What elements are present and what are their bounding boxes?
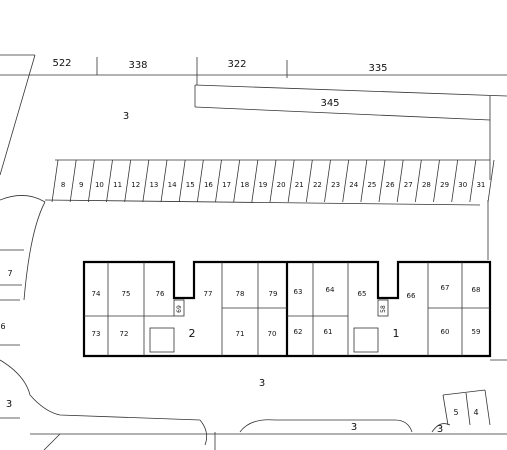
unit-77: 77 <box>204 290 213 298</box>
unit-74: 74 <box>92 290 101 298</box>
parking-divider <box>342 159 350 203</box>
parking-space-labels: 8 9 10 11 12 13 14 15 16 17 18 19 20 21 22 23 24 25 26 27 28… <box>61 181 486 189</box>
unit-59: 59 <box>472 328 481 336</box>
parcel-322: 322 <box>227 59 246 70</box>
unit-65: 65 <box>358 290 367 298</box>
parcel-522: 522 <box>52 58 71 69</box>
parcel-3-southwest: 3 <box>6 399 12 410</box>
parking-divider <box>251 159 259 203</box>
parking-divider <box>451 159 459 203</box>
unit-75: 75 <box>122 290 131 298</box>
parking-divider <box>106 159 113 203</box>
north-boundaries <box>0 54 507 260</box>
parcel-345: 345 <box>320 98 339 109</box>
parking-strip <box>44 159 495 206</box>
parking-space-8: 8 <box>61 181 65 189</box>
parking-divider <box>196 159 204 203</box>
parking-space-29: 29 <box>440 181 449 189</box>
parking-space-30: 30 <box>458 181 467 189</box>
unit-67: 67 <box>441 284 450 292</box>
parking-divider <box>305 159 313 203</box>
parking-divider <box>269 159 277 203</box>
parking-space-23: 23 <box>331 181 340 189</box>
building-2-label: 2 <box>189 327 196 340</box>
parking-divider <box>487 159 495 203</box>
parking-space-28: 28 <box>422 181 431 189</box>
parking-space-16: 16 <box>204 181 213 189</box>
unit-73: 73 <box>92 330 101 338</box>
parking-space-20: 20 <box>277 181 286 189</box>
parcel-3-north: 3 <box>123 111 129 122</box>
parking-space-13: 13 <box>149 181 158 189</box>
unit-63: 63 <box>294 288 303 296</box>
parking-space-17: 17 <box>222 181 231 189</box>
parcel-6: 6 <box>0 322 5 331</box>
parking-space-31: 31 <box>476 181 485 189</box>
parking-divider <box>87 159 95 203</box>
parking-divider <box>433 159 440 203</box>
unit-60: 60 <box>441 328 450 336</box>
unit-70: 70 <box>268 330 277 338</box>
unit-69-stair: 69 <box>176 305 183 313</box>
parking-space-9: 9 <box>79 181 83 189</box>
parcel-labels: 522 338 322 335 345 3 3 3 3 3 <box>6 58 443 435</box>
parking-space-27: 27 <box>404 181 413 189</box>
unit-72: 72 <box>120 330 129 338</box>
unit-58-stair: 58 <box>380 305 387 313</box>
parking-space-14: 14 <box>168 181 177 189</box>
parking-space-19: 19 <box>258 181 267 189</box>
building-2-units: 74 75 76 77 78 79 73 72 71 70 69 2 <box>92 290 278 340</box>
parking-divider <box>287 159 295 203</box>
parking-space-18: 18 <box>240 181 249 189</box>
parking-space-25: 25 <box>367 181 376 189</box>
parking-divider <box>396 159 404 203</box>
parking-divider <box>124 159 132 203</box>
parking-divider <box>469 159 477 203</box>
unit-71: 71 <box>236 330 245 338</box>
parking-divider <box>414 159 422 203</box>
unit-62: 62 <box>294 328 303 336</box>
parcel-335: 335 <box>368 63 387 74</box>
parking-divider <box>324 159 331 203</box>
building-1-units: 63 64 65 66 67 68 62 61 60 59 58 1 <box>294 284 481 340</box>
unit-64: 64 <box>326 286 335 294</box>
unit-66: 66 <box>407 292 416 300</box>
parcel-7: 7 <box>7 269 12 278</box>
parcel-3-center: 3 <box>259 378 265 389</box>
parking-divider <box>215 159 222 203</box>
parcel-338: 338 <box>128 60 147 71</box>
parking-divider <box>69 159 77 203</box>
parking-divider <box>142 159 150 203</box>
building-1-label: 1 <box>393 327 400 340</box>
small-parcel-labels: 7 6 5 4 <box>0 269 478 417</box>
unit-61: 61 <box>324 328 333 336</box>
south-roads <box>0 359 507 450</box>
parking-divider <box>160 159 168 203</box>
parking-divider <box>360 159 368 203</box>
parking-space-11: 11 <box>113 181 122 189</box>
parking-space-26: 26 <box>386 181 395 189</box>
parking-divider <box>233 159 241 203</box>
parking-space-10: 10 <box>95 181 104 189</box>
parking-space-22: 22 <box>313 181 322 189</box>
parking-divider <box>51 159 59 203</box>
parking-space-12: 12 <box>131 181 140 189</box>
parking-divider <box>378 159 386 203</box>
buildings-outline <box>82 260 492 358</box>
unit-68: 68 <box>472 286 481 294</box>
parcel-3-southeast: 3 <box>437 424 443 435</box>
parking-space-15: 15 <box>186 181 195 189</box>
parking-space-24: 24 <box>349 181 358 189</box>
parcel-5: 5 <box>453 408 458 417</box>
parking-divider <box>178 159 186 203</box>
parcel-3-south: 3 <box>351 422 357 433</box>
parcel-4: 4 <box>473 408 478 417</box>
parking-space-21: 21 <box>295 181 304 189</box>
unit-76: 76 <box>156 290 165 298</box>
unit-78: 78 <box>236 290 245 298</box>
unit-79: 79 <box>269 290 278 298</box>
west-road <box>0 195 46 346</box>
